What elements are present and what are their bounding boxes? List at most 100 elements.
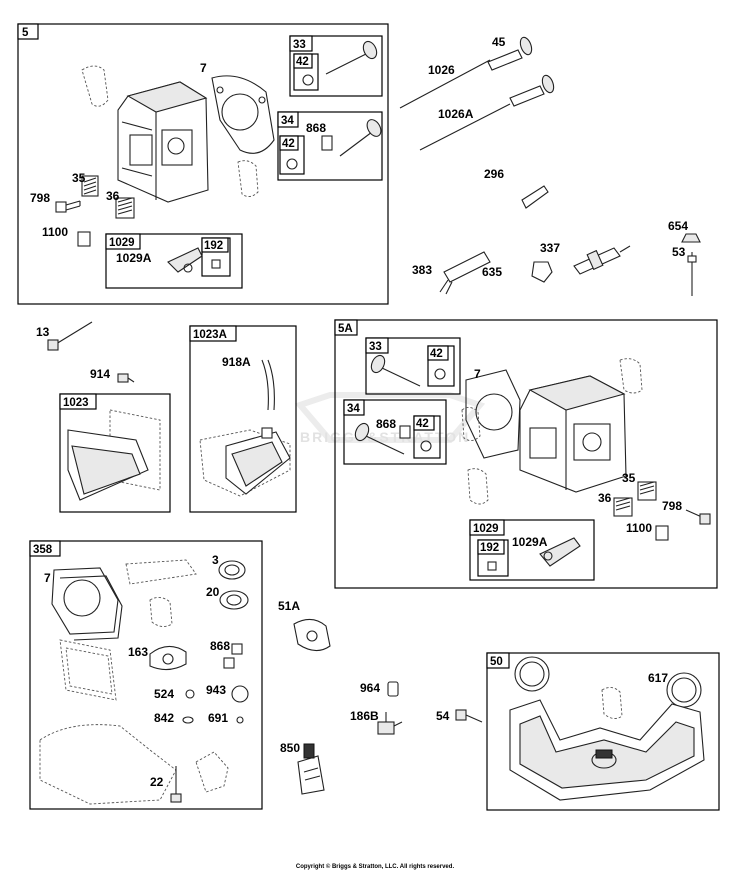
label-850: 850 (280, 741, 300, 755)
loose-parts-middle-left[interactable]: 13 914 (36, 321, 135, 383)
stud-icon (687, 252, 697, 296)
label-1100: 1100 (626, 521, 652, 535)
label-868: 868 (306, 121, 326, 135)
group-1023[interactable]: 1023 (59, 393, 171, 513)
label-45: 45 (492, 35, 506, 49)
spring-icon (637, 481, 657, 501)
gasket-icon (461, 407, 481, 441)
drain-valve-icon (377, 712, 403, 735)
bolt-icon (55, 200, 81, 213)
group-5[interactable]: 5 (17, 23, 389, 305)
label-54: 54 (436, 709, 450, 723)
label-51A: 51A (278, 599, 300, 613)
bolt-icon (47, 321, 93, 351)
label-36: 36 (106, 189, 120, 203)
label-383: 383 (412, 263, 432, 277)
gasket-icon (81, 65, 109, 107)
group-33-tag: 33 (369, 341, 382, 353)
label-798: 798 (662, 499, 682, 513)
valve-icon (354, 422, 405, 455)
loose-parts-top-right[interactable]: 45 1026 1026A 296 654 53 337 383 (399, 35, 701, 296)
bolt-icon (455, 709, 483, 723)
spring-icon (613, 497, 633, 517)
clip-icon (655, 525, 669, 541)
spark-plug-icon (573, 245, 631, 275)
valve-icon (325, 40, 378, 75)
seal-icon (321, 135, 333, 151)
group-1029-tag: 1029 (109, 237, 135, 249)
gasket-icon (293, 618, 331, 652)
group-192-tag: 192 (204, 240, 223, 252)
rocker-cover-icon (67, 429, 149, 501)
label-296: 296 (484, 167, 504, 181)
crankcase-gasket-icon (39, 724, 177, 805)
loose-parts-bottom-middle[interactable]: 51A 964 186B 54 850 (278, 599, 483, 795)
label-35: 35 (622, 471, 636, 485)
gasket-icon (149, 597, 173, 627)
watermark-text: BRIGGS&STRATTON (300, 429, 470, 445)
label-1100: 1100 (42, 225, 68, 239)
valve-icon (487, 36, 533, 71)
sealant-tube-icon (297, 743, 325, 795)
group-50[interactable]: 50 617 (486, 652, 720, 811)
oil-seal-icon (219, 590, 249, 610)
label-868: 868 (376, 417, 396, 431)
gasket-icon (59, 639, 117, 701)
seal-icon (387, 681, 399, 697)
o-ring-icon (231, 685, 249, 703)
valve-icon (339, 119, 382, 157)
group-42-tag: 42 (416, 418, 429, 430)
seal-icon (223, 657, 235, 669)
label-163: 163 (128, 645, 148, 659)
group-34-tag: 34 (281, 115, 294, 127)
label-1029A: 1029A (116, 251, 152, 265)
label-7: 7 (44, 571, 51, 585)
gasket-icon (125, 559, 197, 585)
label-13: 13 (36, 325, 50, 339)
head-gasket-icon (51, 567, 123, 641)
group-50-tag: 50 (490, 656, 503, 668)
label-3: 3 (212, 553, 219, 567)
label-524: 524 (154, 687, 174, 701)
label-53: 53 (672, 245, 686, 259)
label-7: 7 (200, 61, 207, 75)
group-5A[interactable]: 5A 33 42 34 42 (334, 319, 718, 589)
valve-icon (509, 74, 555, 107)
label-617: 617 (648, 671, 668, 685)
head-gasket-icon (211, 75, 275, 154)
o-ring-icon (185, 689, 195, 699)
label-1026: 1026 (428, 63, 455, 77)
cylinder-head-icon (519, 375, 627, 493)
bolt-icon (170, 766, 182, 803)
cylinder-head-icon (117, 81, 209, 203)
group-42-tag: 42 (282, 138, 295, 150)
label-914: 914 (90, 367, 110, 381)
label-943: 943 (206, 683, 226, 697)
clip-icon (77, 231, 91, 247)
rocker-arm-icon (539, 537, 581, 567)
valve-icon (370, 354, 421, 387)
breather-tube-icon (261, 359, 275, 411)
label-337: 337 (540, 241, 560, 255)
label-691: 691 (208, 711, 228, 725)
rocker-cover-icon (225, 427, 291, 495)
label-868: 868 (210, 639, 230, 653)
group-358[interactable]: 358 7 3 20 (29, 540, 263, 810)
gasket-icon (149, 645, 187, 671)
group-5A-tag: 5A (338, 323, 353, 335)
group-5-tag: 5 (22, 27, 29, 39)
group-1023A-tag: 1023A (193, 329, 227, 341)
label-1029A: 1029A (512, 535, 548, 549)
group-1023A[interactable]: 1023A 918A (189, 325, 297, 513)
gasket-icon (199, 429, 291, 497)
nut-icon (681, 233, 701, 243)
guide-icon (521, 185, 549, 209)
label-798: 798 (30, 191, 50, 205)
gasket-icon (619, 358, 643, 394)
gasket-icon (601, 687, 623, 719)
label-7: 7 (474, 367, 481, 381)
label-1026A: 1026A (438, 107, 474, 121)
o-ring-icon (182, 716, 194, 724)
rocker-arm-icon (167, 247, 203, 273)
